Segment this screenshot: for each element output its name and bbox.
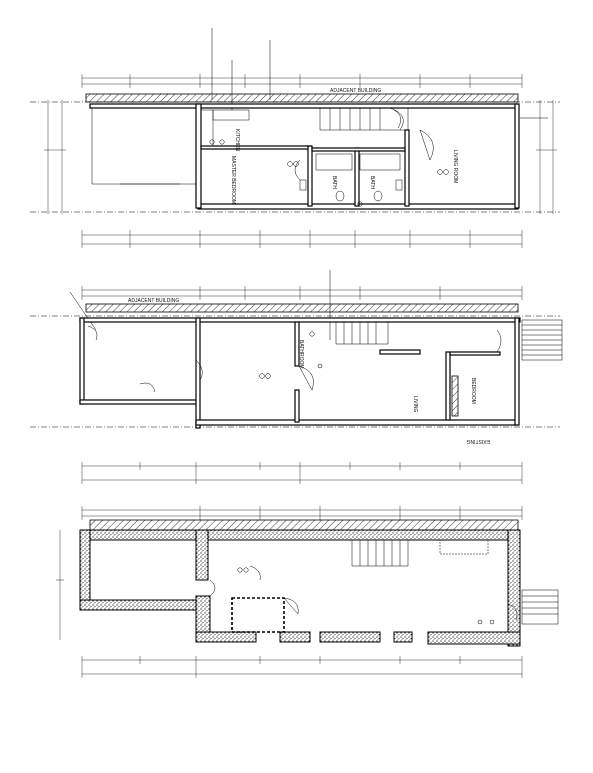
room-label-master-bedroom: MASTER BEDROOM bbox=[230, 156, 236, 204]
masonry-wall bbox=[279, 631, 311, 643]
masonry-wall bbox=[195, 529, 209, 581]
adjacent-building-hatch bbox=[85, 93, 519, 103]
masonry-wall bbox=[195, 595, 211, 637]
existing-label: EXISTING bbox=[467, 438, 490, 444]
adjacent-building-label: ADJACENT BUILDING bbox=[330, 88, 381, 94]
stair bbox=[351, 539, 489, 567]
top-floor-plan: ADJACENT BUILDING bbox=[30, 28, 560, 248]
room-label-kitchen: KITCHEN bbox=[234, 129, 240, 151]
masonry-wall bbox=[319, 631, 381, 643]
room-label-living-room: LIVING ROOM bbox=[452, 150, 458, 183]
room-label-bath: BATH bbox=[331, 176, 337, 189]
adjacent-building-label: ADJACENT BUILDING bbox=[128, 298, 179, 304]
masonry-wall bbox=[427, 631, 521, 645]
middle-floor-plan: ADJACENT BUILDING bbox=[30, 270, 563, 484]
stair bbox=[319, 107, 409, 131]
adjacent-building-hatch bbox=[85, 303, 519, 313]
room-label-bath: BATH bbox=[369, 176, 375, 189]
masonry-wall bbox=[195, 631, 257, 643]
room-label-bathroom: BATHROOM bbox=[298, 340, 304, 369]
masonry-wall bbox=[507, 529, 521, 647]
room-label-living: LIVING bbox=[412, 396, 418, 413]
cellar-floor-plan bbox=[56, 506, 559, 678]
boiler-enclosure bbox=[231, 597, 285, 633]
masonry-wall bbox=[79, 529, 91, 611]
masonry-wall bbox=[79, 529, 521, 541]
bath-fixtures bbox=[299, 153, 403, 202]
exterior-stair bbox=[521, 319, 563, 361]
masonry-wall bbox=[79, 599, 211, 611]
exterior-stair bbox=[521, 589, 559, 625]
room-label-bedroom: BEDROOM bbox=[470, 378, 476, 404]
stair bbox=[335, 321, 389, 345]
terrace-outline bbox=[91, 107, 197, 185]
adjacent-building-hatch bbox=[89, 519, 519, 531]
masonry-wall bbox=[393, 631, 413, 643]
